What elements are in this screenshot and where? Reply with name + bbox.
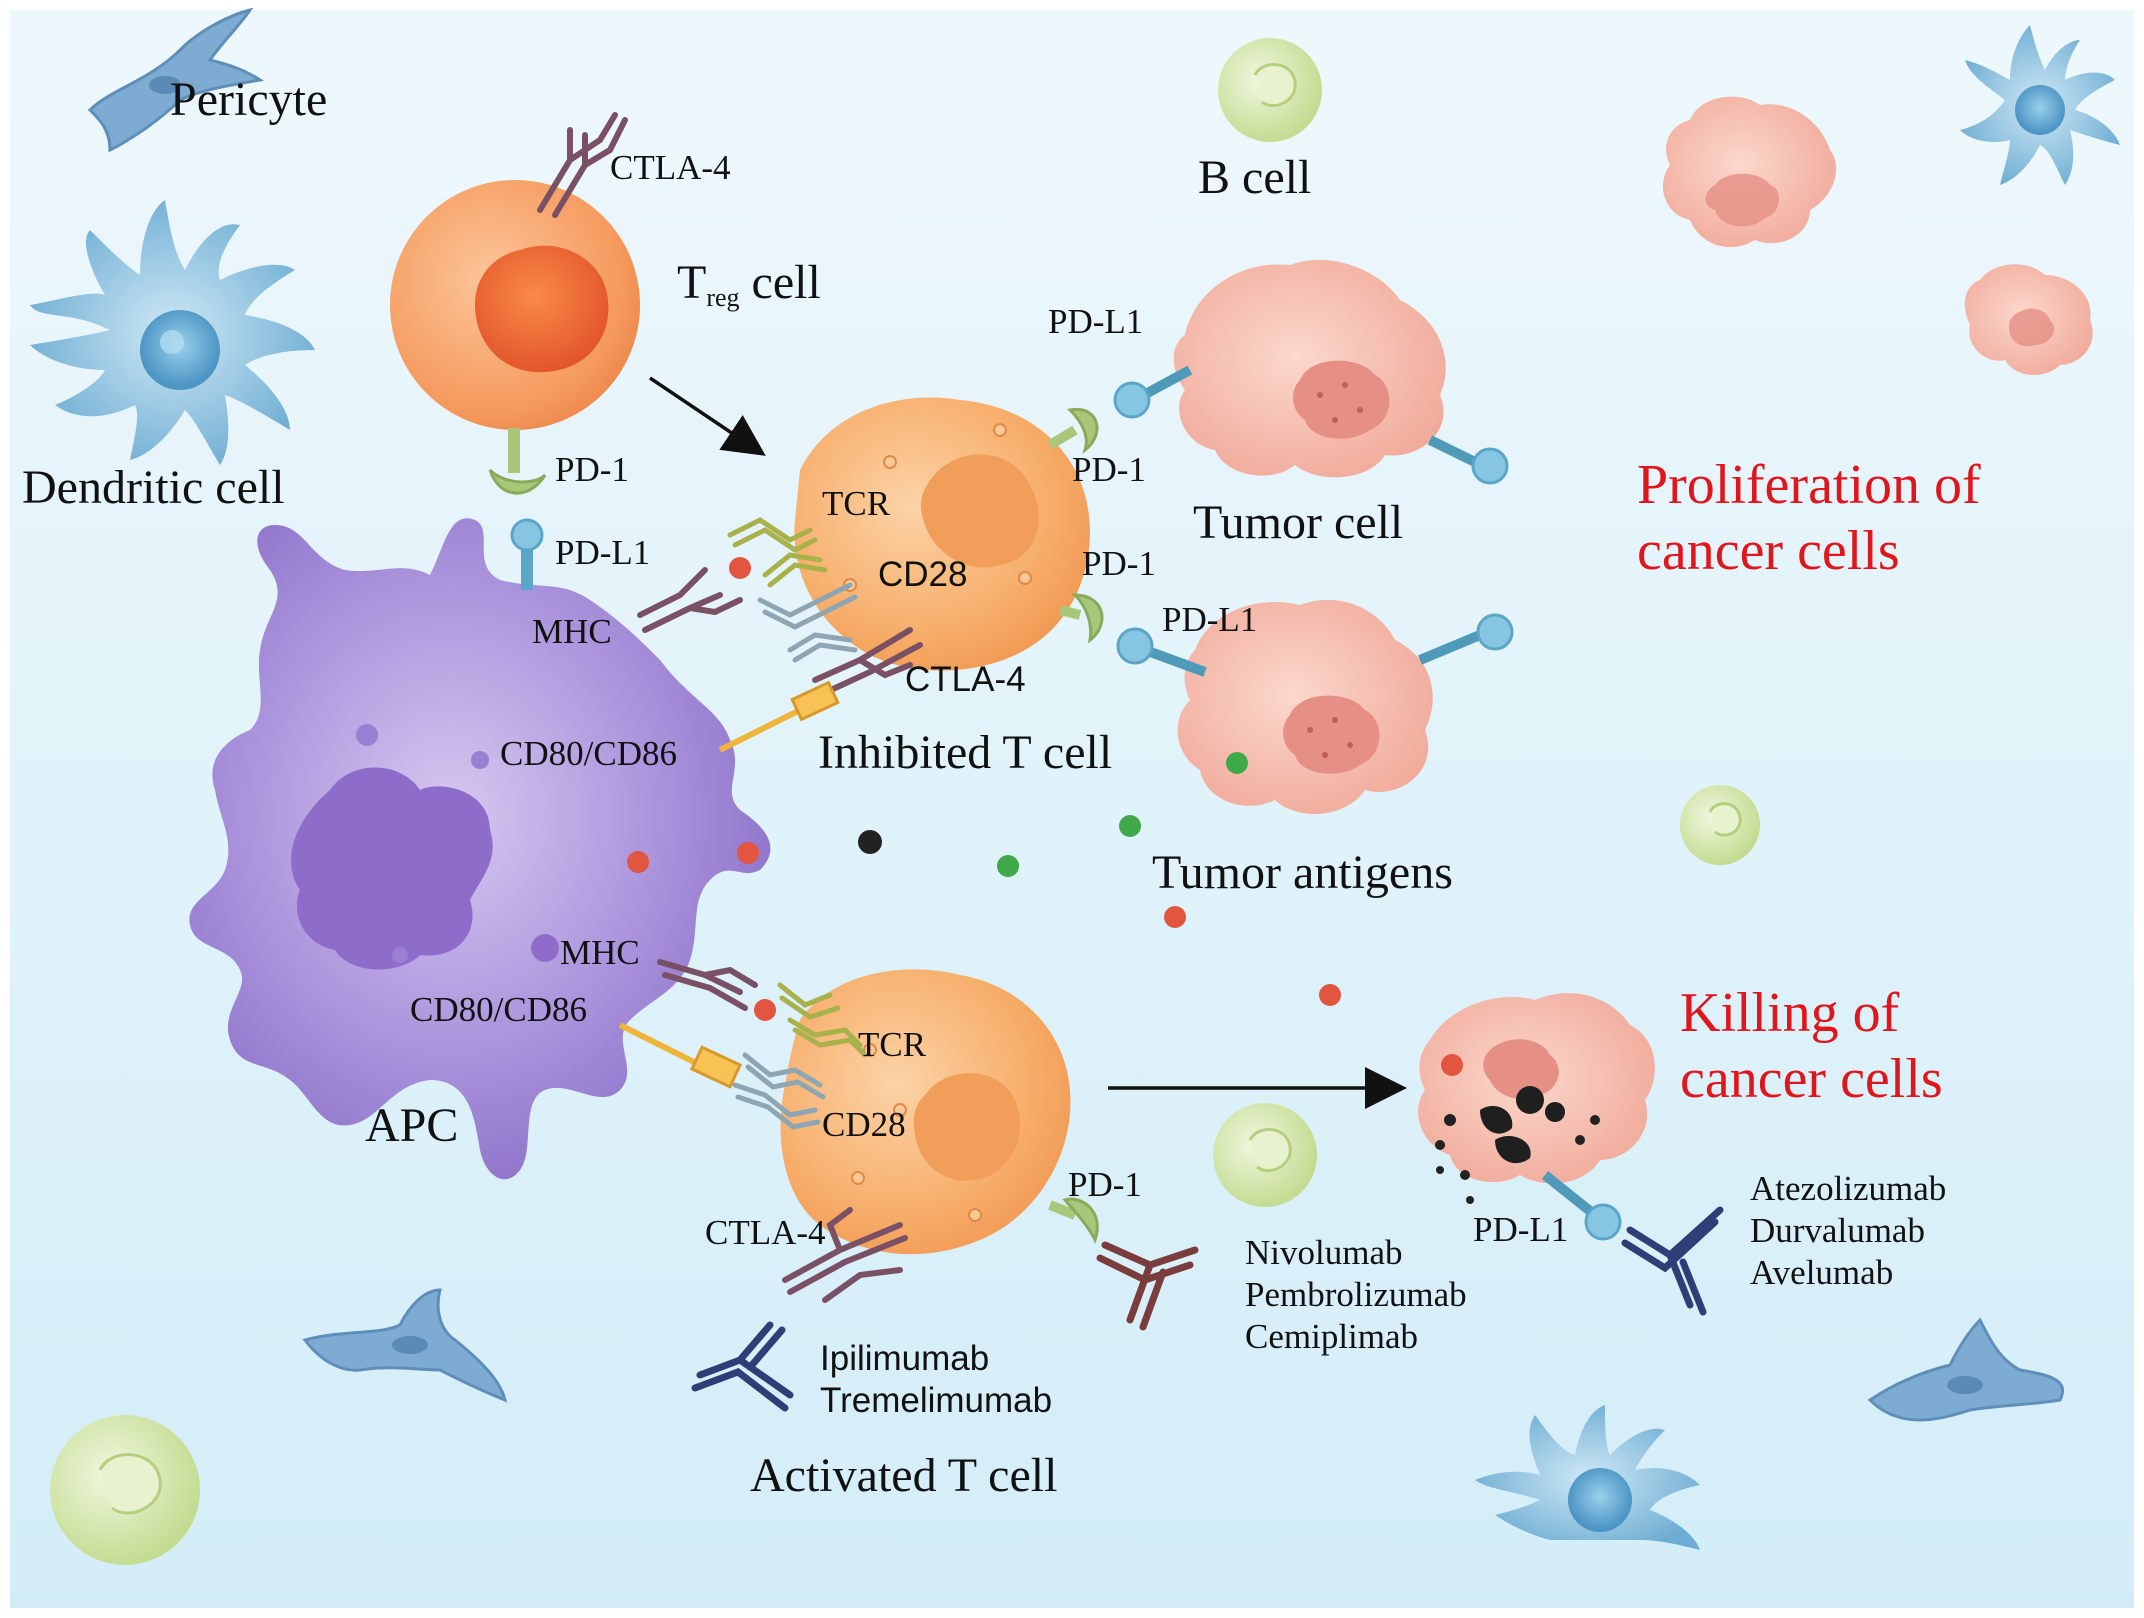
tcr-receptor bbox=[777, 982, 868, 1058]
pdl1-ligand bbox=[1541, 1171, 1622, 1241]
ctla4-receptor bbox=[537, 112, 628, 218]
pdl1-ligand bbox=[510, 518, 544, 590]
tumor-cell-label: Tumor cell bbox=[1193, 496, 1404, 549]
inhibited-t-cell bbox=[794, 397, 1090, 671]
ctla4-treg-label: CTLA-4 bbox=[610, 148, 731, 187]
pd1-receptor bbox=[1058, 593, 1104, 644]
anti-ctla4-antibody bbox=[691, 1321, 794, 1412]
apc-label: APC bbox=[365, 1099, 459, 1152]
tumor-antigens-label: Tumor antigens bbox=[1152, 846, 1453, 899]
cd28-bottom-label: CD28 bbox=[822, 1105, 906, 1144]
proliferation-label: Proliferation of cancer cells bbox=[1637, 452, 1981, 584]
pericyte-cell bbox=[1867, 1317, 2064, 1422]
anti-pd1-antibody bbox=[1096, 1241, 1199, 1331]
b-cell bbox=[1218, 38, 1322, 142]
cd80-bottom-label: CD80/CD86 bbox=[410, 990, 587, 1029]
tumor-cell bbox=[1173, 259, 1446, 478]
anti-pd1-drug-list: Nivolumab Pembrolizumab Cemiplimab bbox=[1245, 1232, 1467, 1358]
mhc-bottom-label: MHC bbox=[560, 933, 640, 972]
treg-cell-label: Treg cell bbox=[677, 255, 821, 313]
drug-name: Durvalumab bbox=[1750, 1211, 1925, 1250]
pdl1-apc-label: PD-L1 bbox=[555, 533, 651, 572]
pdl1-ligand bbox=[1113, 365, 1193, 419]
ctla4-bottom-label: CTLA-4 bbox=[705, 1213, 826, 1252]
ctla4-receptor bbox=[782, 1207, 908, 1303]
pdl1-ligand bbox=[1418, 613, 1514, 665]
anti-pdl1-antibody bbox=[1621, 1206, 1724, 1316]
cd80-cd86-ligand bbox=[718, 680, 840, 753]
proliferation-line1: Proliferation of bbox=[1637, 454, 1981, 516]
pd1-receptor bbox=[1048, 1197, 1099, 1245]
pdl1-tumor2-label: PD-L1 bbox=[1162, 600, 1258, 639]
cd80-cd86-ligand bbox=[618, 1022, 743, 1089]
drug-name: Pembrolizumab bbox=[1245, 1275, 1467, 1314]
pdl1-bottom-label: PD-L1 bbox=[1473, 1210, 1569, 1249]
drug-name: Avelumab bbox=[1750, 1253, 1894, 1292]
pd1-receptor bbox=[488, 428, 547, 495]
activated-t-cell-label: Activated T cell bbox=[750, 1449, 1058, 1502]
pd1-treg-label: PD-1 bbox=[555, 450, 629, 489]
dendritic-cell-label: Dendritic cell bbox=[22, 461, 285, 514]
mhc-molecule bbox=[637, 567, 743, 633]
b-cell bbox=[50, 1415, 200, 1565]
inhibited-t-cell-label: Inhibited T cell bbox=[818, 726, 1113, 779]
pd1-top-a-label: PD-1 bbox=[1072, 450, 1146, 489]
tumor-cell-small bbox=[1964, 264, 2093, 376]
drug-name: Cemiplimab bbox=[1245, 1317, 1419, 1356]
ctla4-receptor bbox=[812, 627, 923, 698]
pericyte-cell bbox=[302, 1288, 508, 1403]
dying-tumor-cell bbox=[1418, 993, 1655, 1204]
tcr-top-label: TCR bbox=[822, 484, 891, 523]
pericyte-label: Pericyte bbox=[170, 73, 328, 126]
pericyte-cell bbox=[87, 7, 264, 153]
ctla4-top-label: CTLA-4 bbox=[905, 660, 1026, 699]
apc-cell bbox=[189, 518, 771, 1180]
tcr-receptor bbox=[727, 517, 828, 588]
cd80-top-label: CD80/CD86 bbox=[500, 734, 677, 773]
pd1-top-b-label: PD-1 bbox=[1082, 544, 1156, 583]
dendritic-cell bbox=[1960, 25, 2120, 185]
pdl1-ligand bbox=[1427, 435, 1509, 485]
anti-pdl1-drug-list: Atezolizumab Durvalumab Avelumab bbox=[1750, 1168, 1946, 1294]
treg-sub: reg bbox=[706, 283, 740, 312]
mhc-top-label: MHC bbox=[532, 612, 612, 651]
treg-cell-word: cell bbox=[739, 256, 821, 309]
treg-t: T bbox=[677, 256, 707, 309]
b-cell bbox=[1680, 785, 1760, 865]
drug-name: Atezolizumab bbox=[1750, 1169, 1947, 1208]
treg-cell bbox=[390, 180, 640, 430]
b-cell-label: B cell bbox=[1198, 151, 1312, 204]
killing-line1: Killing of bbox=[1680, 982, 1900, 1044]
cd28-receptor bbox=[757, 582, 858, 663]
tcr-bottom-label: TCR bbox=[858, 1025, 927, 1064]
pdl1-tumor1-label: PD-L1 bbox=[1048, 302, 1144, 341]
killing-line2: cancer cells bbox=[1680, 1048, 1943, 1110]
drug-name: Ipilimumab bbox=[820, 1339, 990, 1378]
b-cell bbox=[1213, 1103, 1317, 1207]
dendritic-cell bbox=[1475, 1405, 1700, 1550]
pdl1-ligand bbox=[1116, 627, 1207, 677]
drug-name: Nivolumab bbox=[1245, 1233, 1403, 1272]
cd28-top-label: CD28 bbox=[878, 555, 968, 594]
pd1-receptor bbox=[1047, 408, 1099, 455]
suppression-arrow bbox=[649, 376, 766, 456]
mhc-molecule bbox=[657, 959, 758, 1011]
killing-label: Killing of cancer cells bbox=[1680, 980, 1943, 1112]
tumor-cell-small bbox=[1662, 96, 1837, 248]
proliferation-line2: cancer cells bbox=[1637, 520, 1900, 582]
drug-name: Tremelimumab bbox=[820, 1381, 1053, 1420]
cd28-receptor bbox=[732, 1052, 826, 1130]
dendritic-cell bbox=[30, 200, 315, 465]
anti-ctla4-drug-list: Ipilimumab Tremelimumab bbox=[820, 1338, 1052, 1422]
pd1-bottom-label: PD-1 bbox=[1068, 1165, 1142, 1204]
